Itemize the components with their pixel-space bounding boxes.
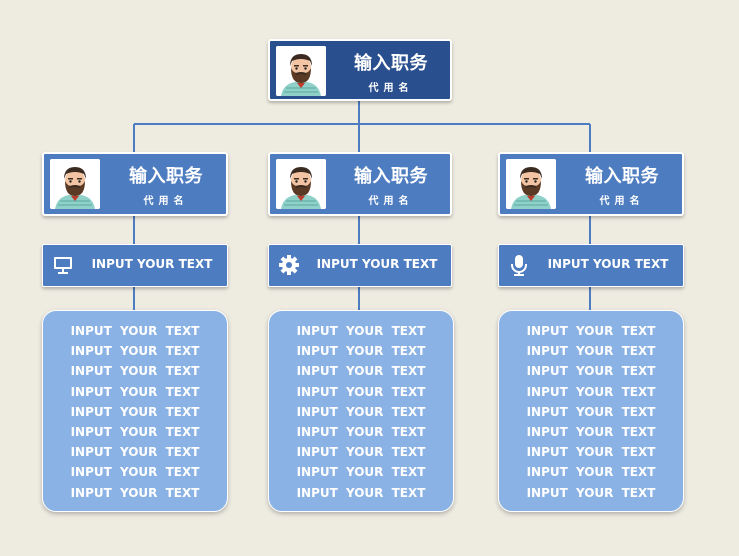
list-item: INPUT YOUR TEXT xyxy=(526,445,656,460)
list-item: INPUT YOUR TEXT xyxy=(70,324,200,338)
avatar xyxy=(506,159,556,209)
list-item: INPUT YOUR TEXT xyxy=(70,344,200,359)
microphone-icon xyxy=(508,254,530,276)
root-title: 输入职务 xyxy=(354,53,428,74)
column-2-subtitle: 代用名 xyxy=(368,196,414,207)
column-1-subtitle: 代用名 xyxy=(143,196,189,207)
column-2-bar-label: INPUT YOUR TEXT xyxy=(316,257,438,271)
column-1-bar[interactable]: INPUT YOUR TEXT xyxy=(42,244,228,287)
list-item: INPUT YOUR TEXT xyxy=(70,424,200,439)
column-1-bar-label: INPUT YOUR TEXT xyxy=(91,257,213,271)
list-item: INPUT YOUR TEXT xyxy=(296,465,426,480)
bearded-man-avatar-icon xyxy=(50,159,100,209)
avatar xyxy=(50,159,100,209)
list-item: INPUT YOUR TEXT xyxy=(296,424,426,439)
list-item: INPUT YOUR TEXT xyxy=(70,485,200,500)
column-1-card[interactable]: 输入职务 代用名 xyxy=(42,152,228,216)
list-item: INPUT YOUR TEXT xyxy=(526,485,656,500)
avatar xyxy=(276,159,326,209)
list-item: INPUT YOUR TEXT xyxy=(296,384,426,399)
list-item: INPUT YOUR TEXT xyxy=(70,404,200,419)
bearded-man-avatar-icon xyxy=(276,159,326,209)
column-3-bar-label: INPUT YOUR TEXT xyxy=(547,257,669,271)
list-item: INPUT YOUR TEXT xyxy=(296,445,426,460)
list-item: INPUT YOUR TEXT xyxy=(70,364,200,379)
column-3-card[interactable]: 输入职务 代用名 xyxy=(498,152,684,216)
column-3-title: 输入职务 xyxy=(585,166,659,187)
list-item: INPUT YOUR TEXT xyxy=(526,465,656,480)
list-item: INPUT YOUR TEXT xyxy=(296,364,426,379)
column-2-title: 输入职务 xyxy=(354,166,428,187)
list-item: INPUT YOUR TEXT xyxy=(70,445,200,460)
column-2-list: INPUT YOUR TEXT INPUT YOUR TEXT INPUT YO… xyxy=(268,310,454,512)
list-item: INPUT YOUR TEXT xyxy=(70,465,200,480)
list-item: INPUT YOUR TEXT xyxy=(526,344,656,359)
list-item: INPUT YOUR TEXT xyxy=(526,424,656,439)
monitor-icon xyxy=(52,254,74,276)
root-subtitle: 代用名 xyxy=(368,83,414,94)
column-2-card[interactable]: 输入职务 代用名 xyxy=(268,152,452,216)
column-3-list: INPUT YOUR TEXT INPUT YOUR TEXT INPUT YO… xyxy=(498,310,684,512)
root-card[interactable]: 输入职务 代用名 xyxy=(268,39,452,101)
list-item: INPUT YOUR TEXT xyxy=(526,404,656,419)
column-1-list: INPUT YOUR TEXT INPUT YOUR TEXT INPUT YO… xyxy=(42,310,228,512)
column-3-bar[interactable]: INPUT YOUR TEXT xyxy=(498,244,684,287)
column-2-bar[interactable]: INPUT YOUR TEXT xyxy=(268,244,452,287)
list-item: INPUT YOUR TEXT xyxy=(526,384,656,399)
list-item: INPUT YOUR TEXT xyxy=(526,364,656,379)
gear-icon xyxy=(278,254,300,276)
list-item: INPUT YOUR TEXT xyxy=(70,384,200,399)
avatar xyxy=(276,46,326,96)
bearded-man-avatar-icon xyxy=(506,159,556,209)
list-item: INPUT YOUR TEXT xyxy=(296,485,426,500)
list-item: INPUT YOUR TEXT xyxy=(296,324,426,338)
column-1-title: 输入职务 xyxy=(129,166,203,187)
column-3-subtitle: 代用名 xyxy=(599,196,645,207)
list-item: INPUT YOUR TEXT xyxy=(526,324,656,338)
list-item: INPUT YOUR TEXT xyxy=(296,404,426,419)
list-item: INPUT YOUR TEXT xyxy=(296,344,426,359)
bearded-man-avatar-icon xyxy=(276,46,326,96)
